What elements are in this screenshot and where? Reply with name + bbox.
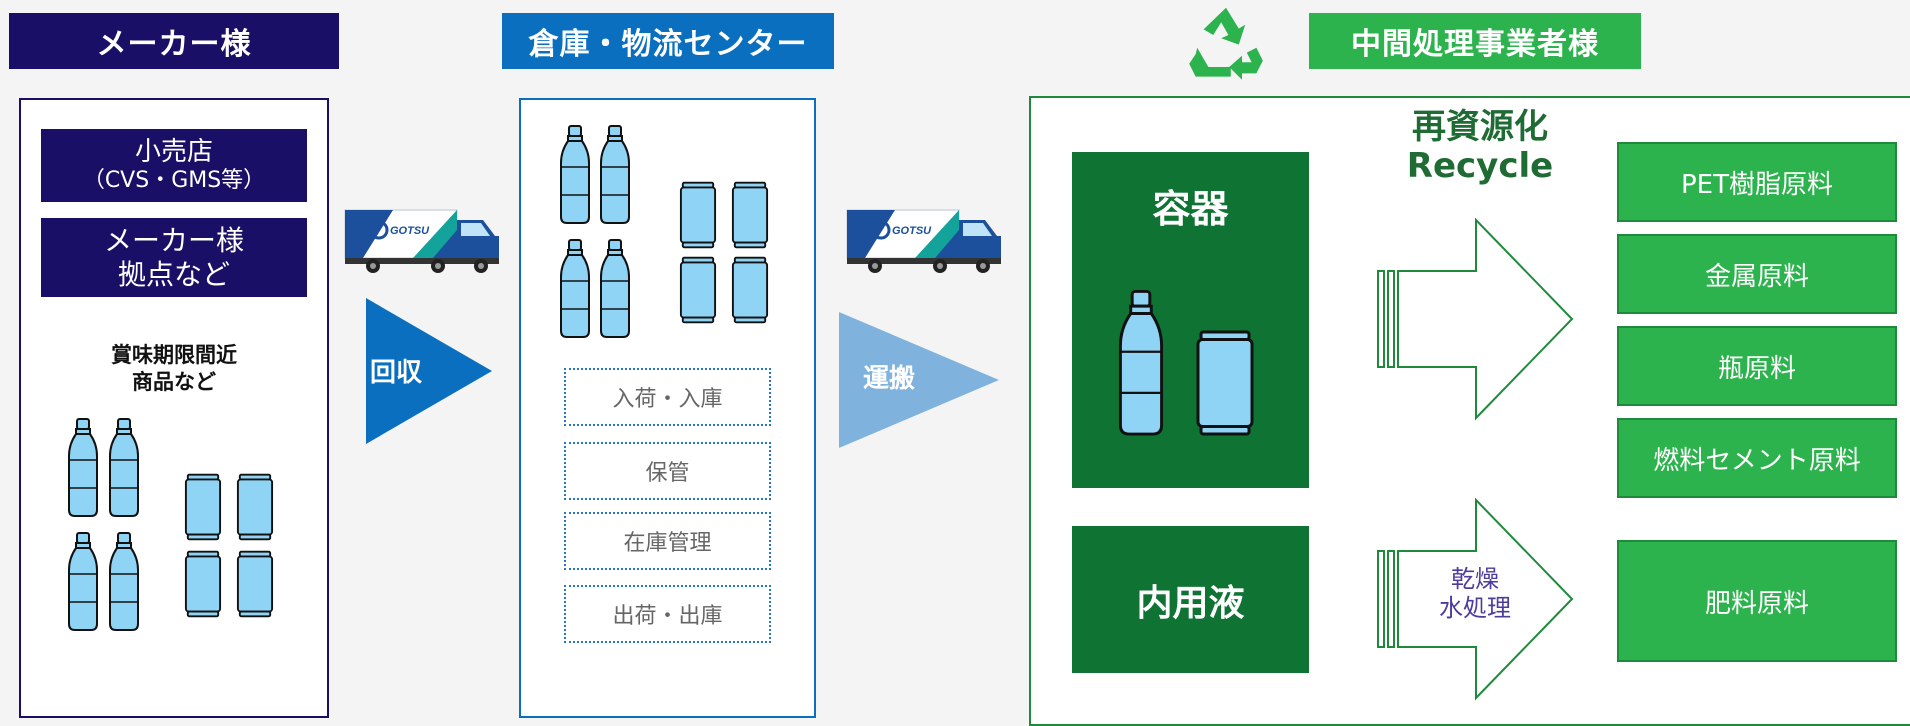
processor-header: 中間処理事業者様 <box>1309 13 1641 69</box>
hollow-arrow-icon <box>1377 498 1574 701</box>
warehouse-step: 在庫管理 <box>564 512 771 570</box>
bottle-icon <box>558 239 592 339</box>
bottle-icon <box>558 125 592 225</box>
maker-header: メーカー様 <box>9 13 339 69</box>
maker-caption: 賞味期限間近 商品など <box>41 342 307 397</box>
drying-label: 乾燥 水処理 <box>1400 565 1550 623</box>
maker-caption-line1: 賞味期限間近 <box>111 343 237 367</box>
collect-label: 回収 <box>370 358 423 388</box>
maker-base-line2: 拠点など <box>117 257 230 291</box>
warehouse-step: 保管 <box>564 442 771 500</box>
can-icon <box>236 549 274 619</box>
recycle-title: 再資源化 Recycle <box>1385 107 1575 187</box>
material-box: 瓶原料 <box>1617 326 1897 406</box>
drying-line1: 乾燥 <box>1451 565 1499 593</box>
liquid-box: 内用液 <box>1072 526 1309 673</box>
can-icon <box>679 255 717 325</box>
can-icon <box>184 472 222 542</box>
material-box: 金属原料 <box>1617 234 1897 314</box>
warehouse-step: 出荷・出庫 <box>564 585 771 643</box>
can-icon <box>1195 330 1255 436</box>
container-box <box>1072 152 1309 488</box>
recycle-title-jp: 再資源化 <box>1412 107 1548 147</box>
can-icon <box>731 255 769 325</box>
can-icon <box>679 180 717 250</box>
bottle-icon <box>107 418 141 518</box>
truck-icon <box>343 206 503 276</box>
hollow-arrow-icon <box>1377 218 1574 421</box>
bottle-icon <box>598 239 632 339</box>
bottle-icon <box>66 532 100 632</box>
bottle-icon <box>1116 285 1166 442</box>
warehouse-header: 倉庫・物流センター <box>502 13 834 69</box>
drying-line2: 水処理 <box>1439 593 1511 622</box>
maker-base-line1: メーカー様 <box>103 224 244 258</box>
collect-arrow <box>366 298 492 444</box>
bottle-icon <box>107 532 141 632</box>
bottle-icon <box>598 125 632 225</box>
warehouse-step: 入荷・入庫 <box>564 368 771 426</box>
container-label: 容器 <box>1152 187 1229 231</box>
can-icon <box>236 472 274 542</box>
fertilizer-box: 肥料原料 <box>1617 540 1897 662</box>
transport-label: 運搬 <box>863 364 916 394</box>
can-icon <box>731 180 769 250</box>
can-icon <box>184 549 222 619</box>
material-box: 燃料セメント原料 <box>1617 418 1897 498</box>
material-box: PET樹脂原料 <box>1617 142 1897 222</box>
recycle-icon <box>1189 7 1263 80</box>
retail-box: 小売店 （CVS・GMS等） <box>41 129 307 202</box>
maker-caption-line2: 商品など <box>132 370 216 395</box>
truck-icon <box>845 206 1005 276</box>
retail-line1: 小売店 <box>134 137 213 168</box>
retail-line2: （CVS・GMS等） <box>82 167 266 193</box>
recycle-title-en: Recycle <box>1406 146 1554 187</box>
transport-arrow <box>839 312 999 448</box>
maker-base-box: メーカー様 拠点など <box>41 218 307 297</box>
bottle-icon <box>66 418 100 518</box>
